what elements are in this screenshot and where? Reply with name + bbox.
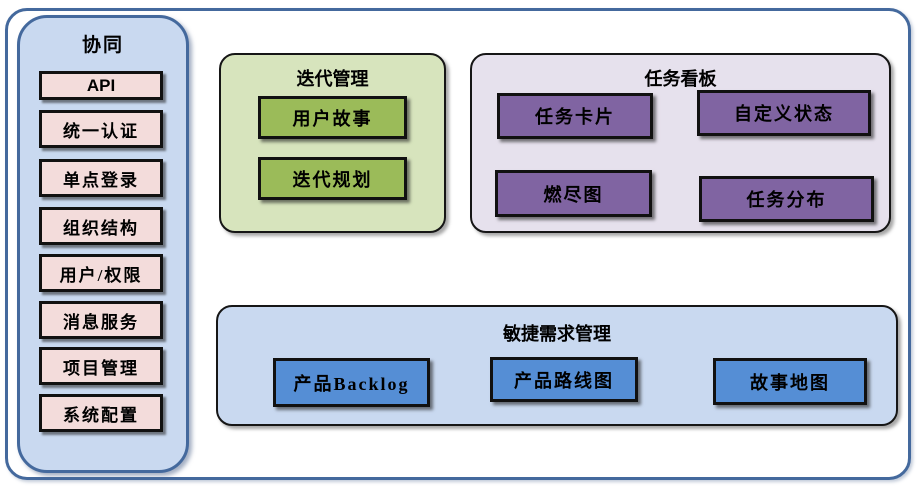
- collaboration-panel: 协同 API 统一认证 单点登录 组织结构 用户/权限 消息服务 项目管理 系统…: [17, 15, 189, 473]
- feature-product-backlog: 产品Backlog: [273, 358, 430, 407]
- feature-product-roadmap: 产品路线图: [490, 357, 638, 402]
- agile-requirements-title: 敏捷需求管理: [503, 324, 611, 344]
- sidebar-item-org-structure: 组织结构: [39, 207, 163, 245]
- outer-frame: 协同 API 统一认证 单点登录 组织结构 用户/权限 消息服务 项目管理 系统…: [5, 8, 911, 480]
- feature-task-cards: 任务卡片: [497, 93, 653, 139]
- feature-iteration-planning: 迭代规划: [258, 157, 407, 200]
- sidebar-item-project-management: 项目管理: [39, 347, 163, 385]
- collaboration-panel-title: 协同: [81, 35, 124, 56]
- feature-custom-status: 自定义状态: [697, 90, 871, 136]
- sidebar-item-single-sign-on: 单点登录: [39, 159, 163, 197]
- sidebar-item-message-service: 消息服务: [39, 301, 163, 339]
- iteration-management-panel: 迭代管理 用户故事 迭代规划: [219, 53, 446, 233]
- iteration-management-title: 迭代管理: [296, 69, 369, 89]
- sidebar-item-unified-auth: 统一认证: [39, 110, 163, 148]
- sidebar-item-system-config: 系统配置: [39, 394, 163, 432]
- feature-story-map: 故事地图: [713, 358, 867, 405]
- feature-user-stories: 用户故事: [258, 96, 407, 139]
- agile-requirements-panel: 敏捷需求管理 产品Backlog 产品路线图 故事地图: [216, 305, 898, 426]
- sidebar-item-api: API: [39, 71, 163, 100]
- task-board-title: 任务看板: [644, 69, 717, 89]
- task-board-panel: 任务看板 任务卡片 自定义状态 燃尽图 任务分布: [470, 53, 891, 233]
- feature-burndown-chart: 燃尽图: [495, 170, 652, 217]
- feature-task-distribution: 任务分布: [699, 176, 874, 222]
- sidebar-item-user-permission: 用户/权限: [39, 254, 163, 292]
